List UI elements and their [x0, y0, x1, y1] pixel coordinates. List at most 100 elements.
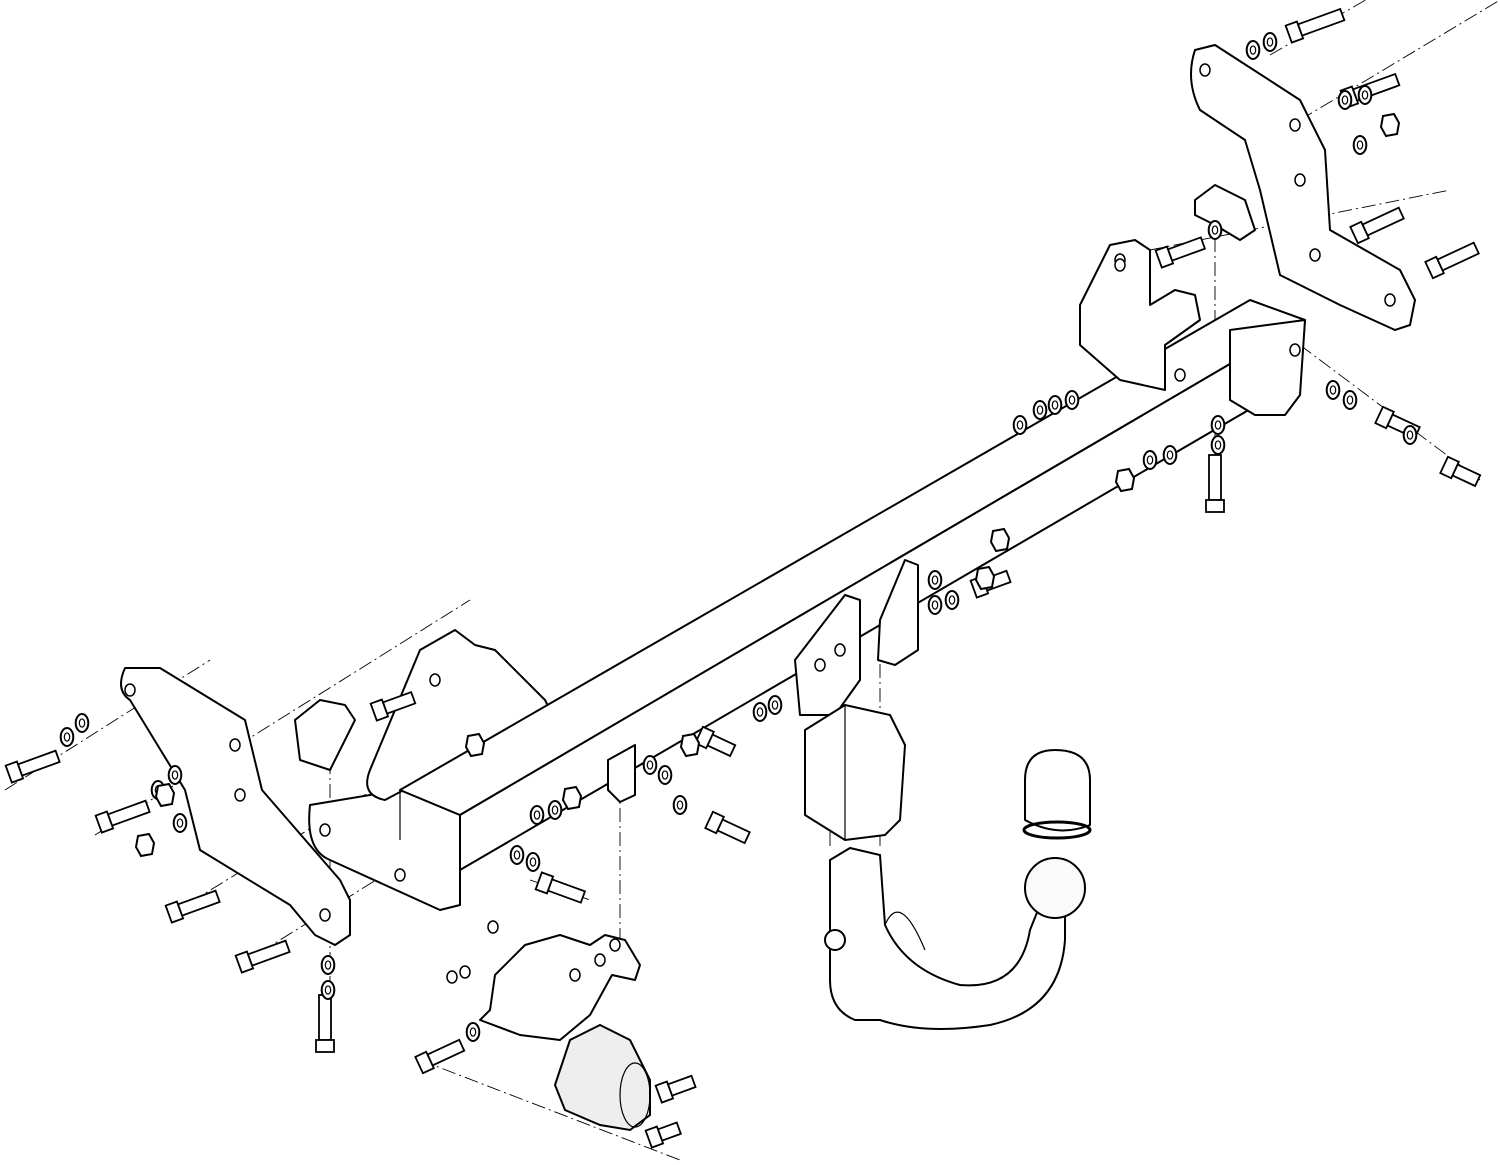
- washer: [465, 1022, 481, 1042]
- mounting-hole: [569, 968, 581, 982]
- mounting-hole: [394, 868, 406, 882]
- bolt: [94, 799, 151, 834]
- mounting-hole: [124, 683, 136, 697]
- washer-hole: [78, 718, 86, 728]
- left-angle-bracket: [294, 699, 356, 771]
- bolt: [1424, 241, 1480, 280]
- washer-hole: [513, 850, 521, 860]
- tow-ball: [1024, 857, 1086, 919]
- bolt: [315, 994, 335, 1053]
- washer-hole: [756, 707, 764, 717]
- washer-hole: [1016, 420, 1024, 430]
- center-hanger-right: [877, 559, 919, 666]
- washer-hole: [1361, 90, 1369, 100]
- washer: [1064, 390, 1080, 410]
- bolt: [414, 1038, 466, 1075]
- washer: [1012, 415, 1028, 435]
- washer: [767, 695, 783, 715]
- mounting-hole: [1289, 343, 1301, 357]
- release-knob[interactable]: [824, 929, 846, 951]
- left-upper-bracket: [366, 629, 561, 801]
- washer: [927, 570, 943, 590]
- bolt: [1205, 454, 1225, 513]
- washer: [172, 813, 188, 833]
- bolt: [164, 889, 221, 924]
- washer: [320, 980, 336, 1000]
- washer-hole: [1356, 140, 1364, 150]
- bolt: [1154, 236, 1207, 269]
- bolt: [234, 939, 291, 974]
- nut: [1114, 467, 1136, 493]
- washer-hole: [1068, 395, 1076, 405]
- center-line: [419, 1059, 681, 1161]
- bolt: [644, 1121, 682, 1149]
- washer: [1337, 90, 1353, 110]
- left-frame-bracket: [308, 789, 461, 911]
- mounting-hole: [429, 673, 441, 687]
- washer: [1357, 85, 1373, 105]
- washer-hole: [1036, 405, 1044, 415]
- washer-hole: [931, 600, 939, 610]
- washer-hole: [676, 800, 684, 810]
- mounting-hole: [834, 643, 846, 657]
- washer-hole: [1214, 440, 1222, 450]
- washer-hole: [1346, 395, 1354, 405]
- washer: [1325, 380, 1341, 400]
- washer: [752, 702, 768, 722]
- washer-hole: [1406, 430, 1414, 440]
- bolt: [694, 725, 737, 758]
- center-line: [1299, 0, 1500, 121]
- washer: [1210, 435, 1226, 455]
- mounting-hole: [1289, 118, 1301, 132]
- mounting-hole: [1384, 293, 1396, 307]
- left-mounting-plate: [120, 667, 351, 946]
- right-mounting-plate: [1190, 44, 1416, 331]
- washer-hole: [1051, 400, 1059, 410]
- bolt: [654, 1074, 697, 1104]
- washer: [672, 795, 688, 815]
- washer: [167, 765, 183, 785]
- washer-hole: [646, 760, 654, 770]
- nut: [561, 785, 583, 811]
- mounting-hole: [1294, 173, 1306, 187]
- mounting-hole: [459, 965, 471, 979]
- washer: [1162, 445, 1178, 465]
- washer-hole: [171, 770, 179, 780]
- washer: [657, 765, 673, 785]
- mounting-hole: [594, 953, 606, 967]
- washer-hole: [1146, 455, 1154, 465]
- washer-hole: [1249, 45, 1257, 55]
- center-hanger-left: [794, 594, 861, 716]
- right-angle-bracket: [1194, 184, 1256, 241]
- fasteners: [4, 7, 1482, 1149]
- lower-tab: [607, 744, 636, 803]
- bolt: [704, 810, 751, 845]
- washer: [1262, 32, 1278, 52]
- nut: [464, 732, 486, 758]
- washer: [525, 852, 541, 872]
- washer: [509, 845, 525, 865]
- mounting-hole: [487, 920, 499, 934]
- cap-seal-ring: [1022, 820, 1092, 840]
- washer-hole: [551, 805, 559, 815]
- washer: [1210, 415, 1226, 435]
- mounting-hole: [1199, 63, 1211, 77]
- washer: [1047, 395, 1063, 415]
- washer-hole: [324, 960, 332, 970]
- washer-hole: [176, 818, 184, 828]
- mounting-hole: [1174, 368, 1186, 382]
- tow-ball-cap: [1024, 749, 1091, 832]
- bolt: [1284, 7, 1346, 44]
- washer-hole: [1329, 385, 1337, 395]
- washer-hole: [63, 732, 71, 742]
- washer: [1032, 400, 1048, 420]
- mounting-hole: [234, 788, 246, 802]
- right-frame-bracket: [1229, 319, 1306, 416]
- washer: [1402, 425, 1418, 445]
- neck-detail: [884, 911, 926, 951]
- receiver-housing: [804, 704, 906, 841]
- nut: [974, 565, 996, 591]
- washer-hole: [1341, 95, 1349, 105]
- mounting-hole: [229, 738, 241, 752]
- mounting-hole: [1114, 258, 1126, 272]
